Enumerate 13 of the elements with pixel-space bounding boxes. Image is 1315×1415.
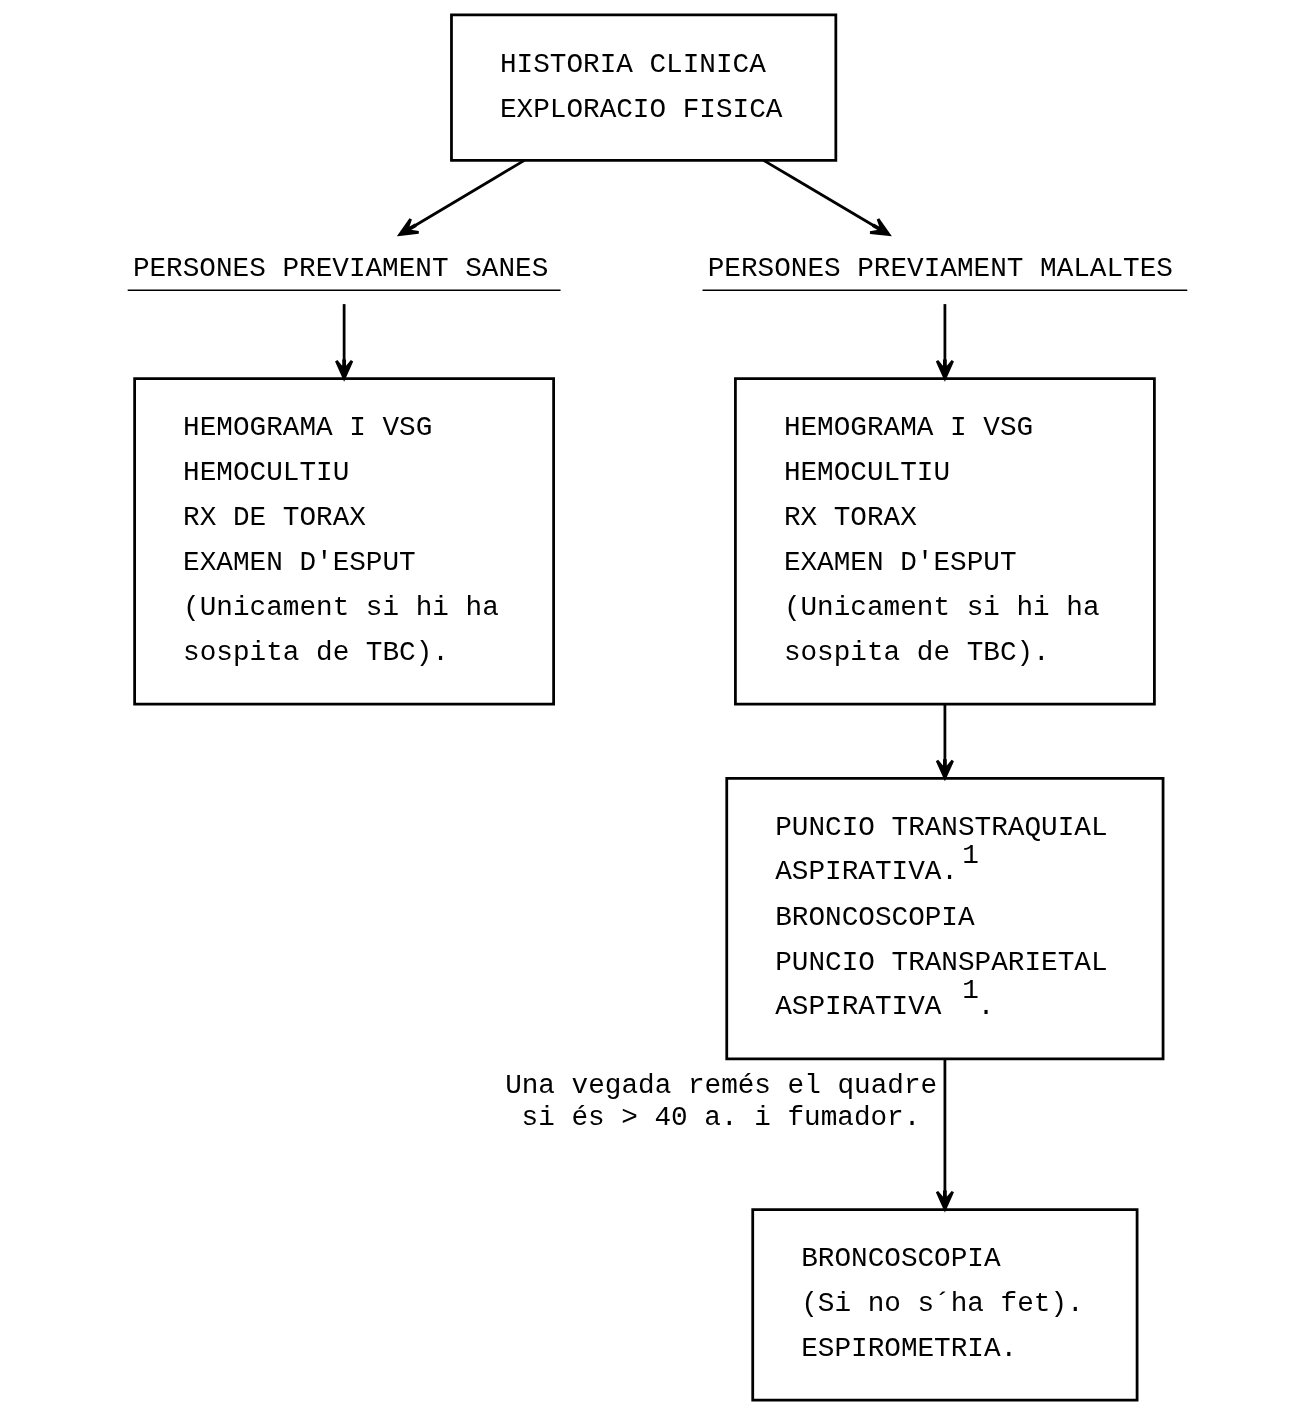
arrow xyxy=(935,304,955,380)
node-text: PERSONES PREVIAMENT SANES xyxy=(132,253,549,285)
arrow xyxy=(935,704,955,780)
arrow xyxy=(935,1059,955,1211)
node-box: BRONCOSCOPIA (Si no s´ha fet). ESPIROMETRIA. xyxy=(751,1208,1139,1402)
arrow xyxy=(334,304,354,380)
node-text: PERSONES PREVIAMENT MALALTES xyxy=(707,253,1173,285)
node-box: HEMOGRAMA I VSG HEMOCULTIU RX DE TORAX EXAMEN D'ESPUT (Unicament si hi ha sospita de TBC). xyxy=(133,377,555,706)
arrow xyxy=(762,159,891,236)
node-box: HEMOGRAMA I VSG HEMOCULTIU RX TORAX EXAMEN D'ESPUT (Unicament si hi ha sospita de TBC). xyxy=(734,377,1156,706)
node-box: HISTORIA CLINICA EXPLORACIO FISICA xyxy=(450,13,838,162)
edge-label: Una vegada remés el quadre si és > 40 a. i fumador. xyxy=(505,1070,938,1133)
arrow xyxy=(398,159,526,236)
